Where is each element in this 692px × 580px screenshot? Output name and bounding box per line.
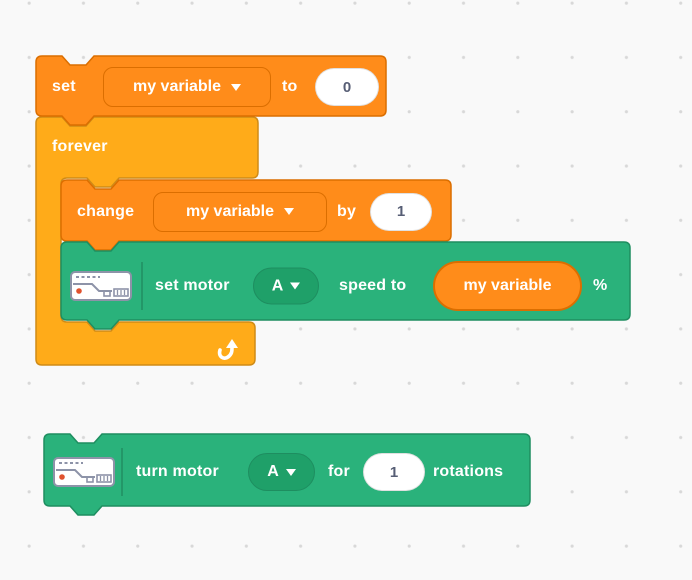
loop-arrow-icon (217, 339, 238, 360)
icon-divider (121, 448, 123, 496)
motor-port-value: A (271, 277, 284, 294)
variable-reporter-label: my variable (463, 277, 552, 294)
set-variable-block[interactable]: set my variable to 0 (35, 55, 387, 126)
chevron-down-icon (290, 282, 301, 290)
variable-dropdown-value: my variable (185, 202, 275, 220)
rotations-label: rotations (433, 463, 504, 480)
to-label: to (282, 78, 298, 95)
value-input-text: 1 (396, 203, 406, 220)
variable-reporter[interactable]: my variable (433, 261, 582, 311)
chevron-down-icon (231, 83, 242, 91)
speed-to-label: speed to (339, 277, 407, 294)
forever-block[interactable]: forever (35, 116, 259, 366)
chevron-down-icon (284, 208, 295, 215)
chevron-down-icon (285, 468, 296, 476)
change-variable-block[interactable]: change my variable by 1 (60, 179, 452, 251)
set-label: set (52, 78, 76, 95)
motor-hub-icon (53, 457, 115, 487)
turn-motor-block[interactable]: turn motor A for 1 rotations (43, 433, 531, 516)
motor-hub-icon (70, 271, 132, 301)
variable-dropdown-value: my variable (132, 78, 222, 95)
motor-port-value: A (267, 463, 279, 480)
forever-label: forever (52, 138, 108, 155)
value-input[interactable]: 1 (370, 192, 432, 231)
value-input-text: 1 (389, 463, 399, 481)
icon-divider (141, 262, 143, 310)
percent-label: % (593, 277, 608, 294)
turn-motor-label: turn motor (136, 463, 219, 480)
variable-dropdown[interactable]: my variable (153, 191, 327, 232)
motor-port-dropdown[interactable]: A (253, 267, 319, 305)
change-label: change (77, 202, 135, 220)
variable-dropdown[interactable]: my variable (103, 67, 271, 107)
value-input[interactable]: 1 (363, 453, 425, 491)
by-label: by (337, 202, 357, 220)
set-motor-speed-block[interactable]: set motor A speed to my variable % (60, 241, 631, 330)
value-input-text: 0 (342, 78, 352, 96)
set-motor-label: set motor (155, 277, 230, 294)
value-input[interactable]: 0 (315, 68, 379, 106)
for-label: for (328, 463, 350, 480)
motor-port-dropdown[interactable]: A (248, 453, 315, 491)
forever-block-shape (35, 116, 259, 366)
